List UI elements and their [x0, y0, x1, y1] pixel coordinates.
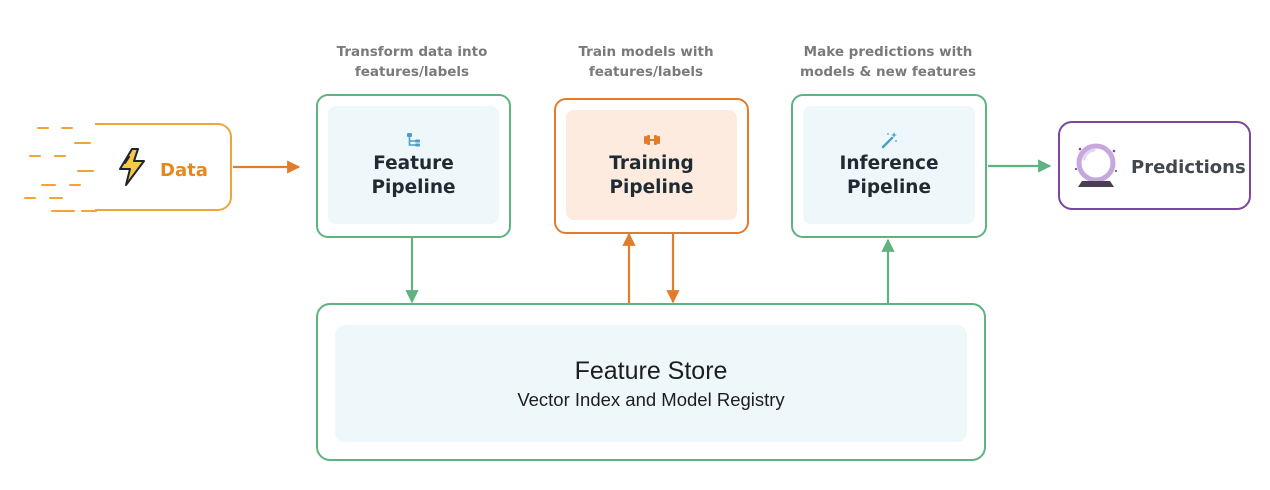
training-pipeline-panel: Training Pipeline	[566, 110, 737, 220]
inference-caption-line-1: Make predictions with	[803, 44, 973, 60]
feature-store-subtitle: Vector Index and Model Registry	[517, 388, 785, 410]
feature-pipeline-label: Feature Pipeline	[371, 152, 455, 200]
predictions-box[interactable]: Predictions	[1058, 121, 1251, 210]
training-pipeline-label: Training Pipeline	[609, 152, 693, 200]
data-speed-lines	[24, 127, 97, 212]
training-caption: Train models with features/labels	[531, 42, 761, 82]
training-pipeline-label-line-2: Pipeline	[609, 177, 694, 198]
feature-store-title: Feature Store	[574, 356, 728, 385]
predictions-label: Predictions	[1131, 157, 1246, 178]
dumbbell-icon	[643, 135, 660, 145]
feature-caption: Transform data into features/labels	[297, 42, 527, 82]
feature-caption-line-2: features/labels	[354, 64, 470, 80]
feature-pipeline-panel: Feature Pipeline	[328, 106, 499, 224]
training-pipeline-label-line-1: Training	[609, 153, 694, 174]
data-source-box[interactable]: Data	[95, 123, 232, 211]
inference-pipeline-label-line-1: Inference	[839, 153, 939, 174]
inference-pipeline-label-line-2: Pipeline	[846, 177, 932, 198]
inference-caption: Make predictions with models & new featu…	[773, 42, 1003, 82]
feature-pipeline-label-line-2: Pipeline	[371, 177, 456, 198]
training-caption-line-2: features/labels	[588, 64, 704, 80]
inference-caption-line-2: models & new features	[800, 64, 976, 80]
training-caption-line-1: Train models with	[578, 44, 714, 60]
inference-pipeline-label: Inference Pipeline	[839, 152, 938, 200]
data-label: Data	[160, 160, 208, 181]
feature-caption-line-1: Transform data into	[336, 44, 488, 60]
training-pipeline-box[interactable]: Training Pipeline	[554, 98, 749, 234]
inference-pipeline-box[interactable]: Inference Pipeline	[791, 94, 987, 238]
feature-pipeline-label-line-1: Feature	[373, 153, 454, 174]
inference-pipeline-panel: Inference Pipeline	[803, 106, 975, 224]
magic-wand-icon	[881, 132, 897, 149]
crystal-ball-icon	[1074, 143, 1118, 187]
feature-store-box[interactable]: Feature Store Vector Index and Model Reg…	[316, 303, 986, 461]
tree-structure-icon	[406, 133, 420, 147]
feature-pipeline-box[interactable]: Feature Pipeline	[316, 94, 511, 238]
feature-store-panel: Feature Store Vector Index and Model Reg…	[335, 325, 967, 442]
lightning-bolt-icon	[119, 148, 145, 186]
